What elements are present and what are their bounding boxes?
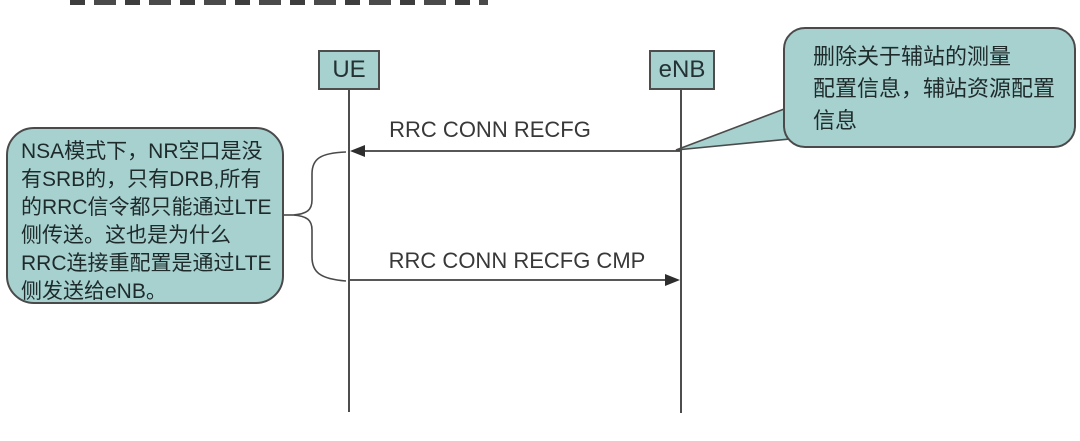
callout-left-line: RRC连接重配置是通过LTE (21, 252, 272, 275)
callout-left-line: 侧传送。这也是为什么 (21, 224, 231, 247)
actor-box-ue: UE (318, 50, 380, 90)
callout-right-delete-config-note: 删除关于辅站的测量 配置信息，辅站资源配置 信息 (783, 27, 1076, 148)
callout-right-tail (675, 101, 801, 151)
callout-left-nsa-note: NSA模式下，NR空口是没 有SRB的，只有DRB,所有 的RRC信令都只能通过… (6, 127, 284, 304)
callout-left-line: NSA模式下，NR空口是没 (21, 140, 263, 163)
brace-connector (292, 151, 347, 282)
actor-box-enb: eNB (649, 50, 715, 90)
message-2-arrowhead-right (665, 274, 680, 286)
callout-left-line: 有SRB的，只有DRB,所有 (21, 168, 262, 191)
callout-left-line: 的RRC信令都只能通过LTE (21, 196, 272, 219)
callout-right-line: 信息 (813, 108, 858, 133)
cropped-text-artifact (70, 0, 488, 5)
callout-right-line: 删除关于辅站的测量 (813, 44, 1012, 69)
message-1-arrowhead-left (350, 145, 365, 157)
callout-right-line: 配置信息，辅站资源配置 (813, 76, 1056, 101)
callout-left-line: 侧发送给eNB。 (21, 280, 167, 303)
actor-label-ue: UE (332, 56, 366, 83)
message-2-label: RRC CONN RECFG CMP (388, 248, 646, 273)
message-1-label: RRC CONN RECFG (389, 117, 591, 142)
actor-label-enb: eNB (658, 56, 706, 83)
